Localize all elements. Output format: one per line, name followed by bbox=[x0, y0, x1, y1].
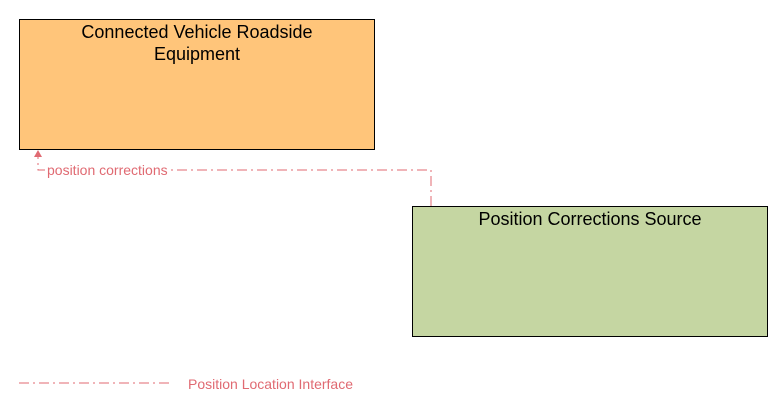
legend-label: Position Location Interface bbox=[188, 376, 353, 392]
roadside-box-label: Connected Vehicle Roadside Equipment bbox=[81, 22, 313, 64]
flow-arrowhead-icon bbox=[34, 150, 42, 157]
flow-label-position-corrections: position corrections bbox=[45, 162, 170, 178]
source-box-label: Position Corrections Source bbox=[478, 209, 702, 229]
connected-vehicle-roadside-equipment-box[interactable]: Connected Vehicle Roadside Equipment bbox=[19, 19, 375, 150]
position-corrections-source-box[interactable]: Position Corrections Source bbox=[412, 206, 768, 337]
